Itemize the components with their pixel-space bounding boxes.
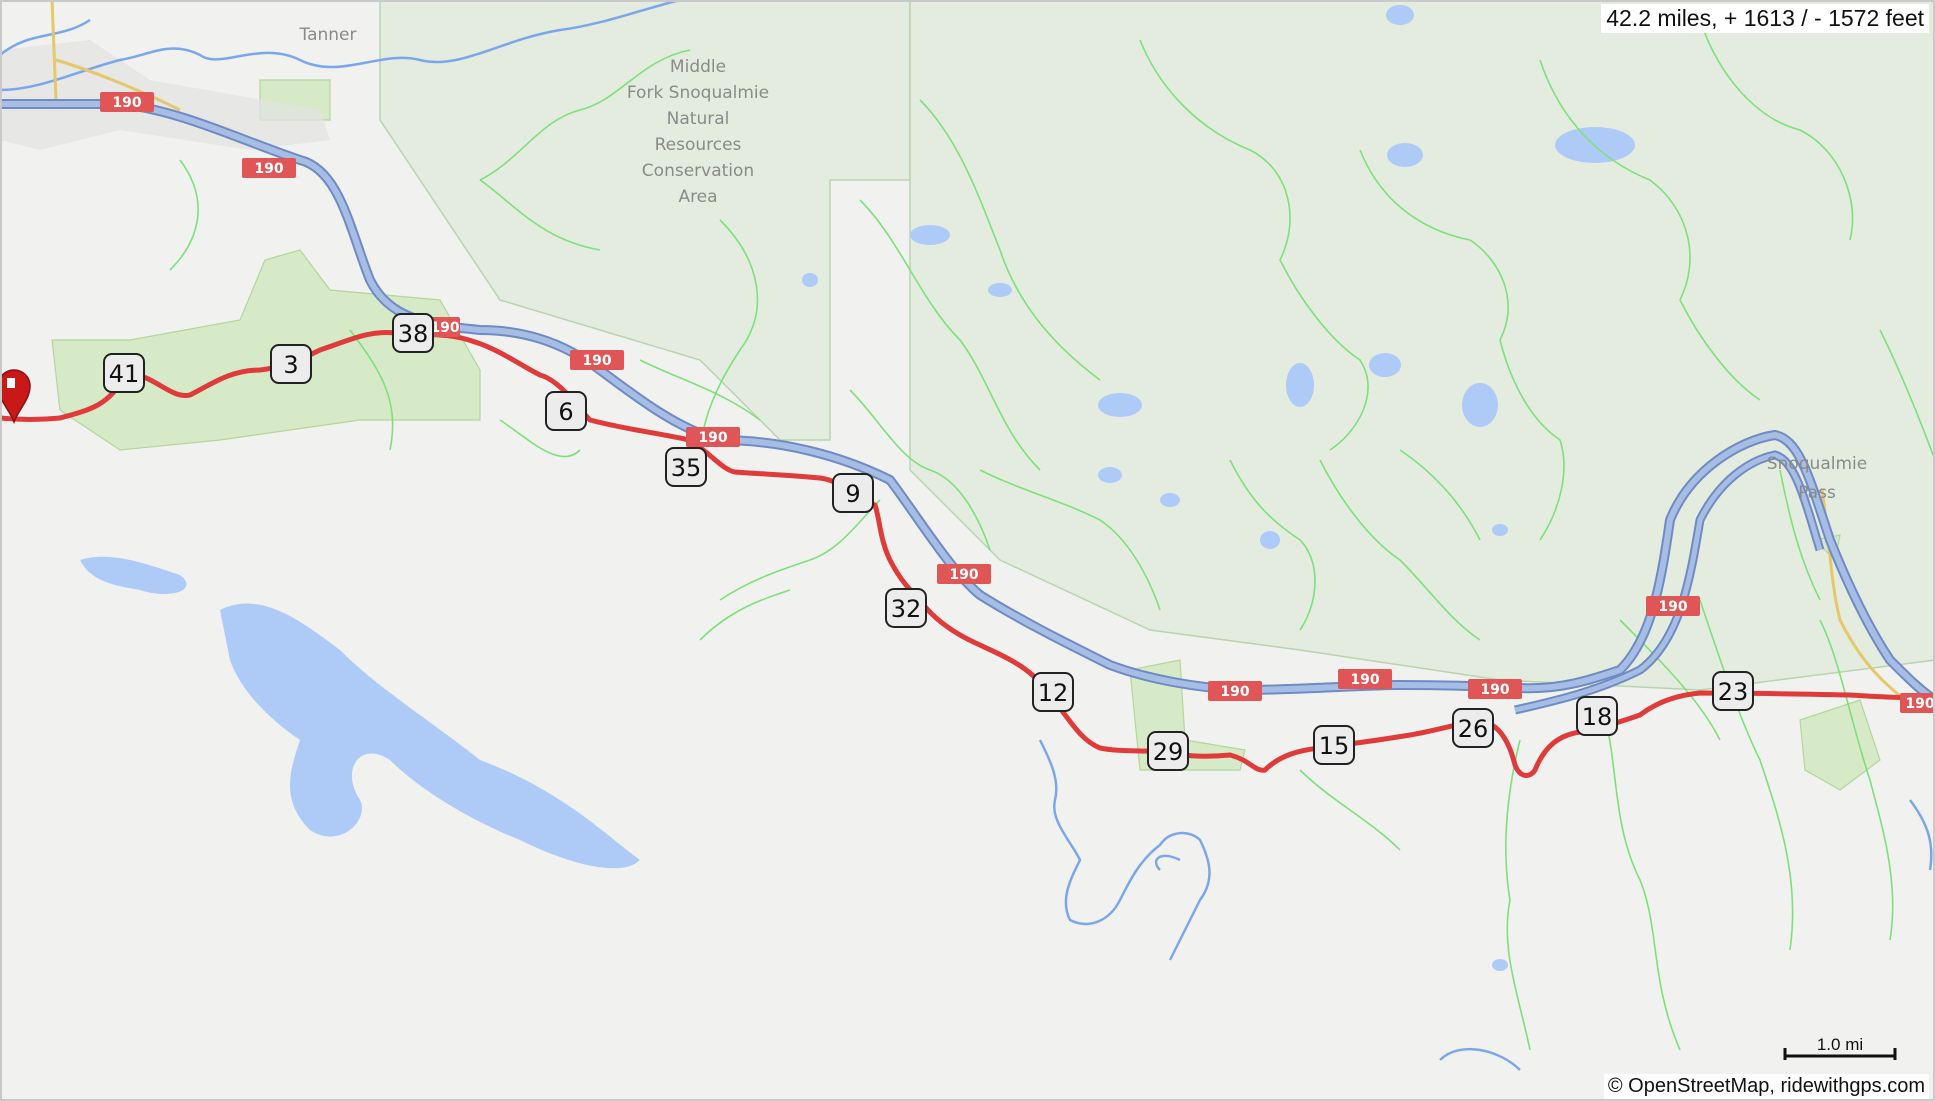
- svg-text:18: 18: [1582, 703, 1613, 731]
- place-label-conservation-area: Resources: [655, 135, 742, 155]
- svg-text:190: 190: [112, 95, 141, 111]
- svg-text:190: 190: [430, 320, 459, 336]
- svg-text:190: 190: [1658, 599, 1687, 615]
- place-label-conservation-area: Middle: [670, 57, 726, 77]
- highway-shield: 190: [937, 564, 991, 584]
- mile-marker: 29: [1147, 731, 1189, 771]
- mile-marker: 35: [665, 447, 707, 487]
- streams: [169, 19, 1935, 1051]
- svg-text:190: 190: [1905, 696, 1934, 712]
- highway-shield: 190: [1468, 679, 1522, 699]
- svg-text:190: 190: [949, 567, 978, 583]
- mile-marker: 9: [832, 473, 874, 513]
- highway-shield: 190: [100, 92, 154, 112]
- svg-text:190: 190: [1350, 672, 1379, 688]
- highway-shield: 190: [242, 158, 296, 178]
- svg-text:35: 35: [671, 454, 702, 482]
- svg-text:41: 41: [109, 360, 140, 388]
- mile-marker: 38: [392, 313, 434, 353]
- place-label-snoqualmie-pass: Pass: [1798, 483, 1836, 503]
- mile-marker: 12: [1032, 672, 1074, 712]
- mile-marker: 3: [270, 344, 312, 384]
- mile-marker: 32: [885, 588, 927, 628]
- svg-text:15: 15: [1319, 732, 1350, 760]
- scale-bar: 1.0 mi: [1783, 1035, 1897, 1060]
- place-label-snoqualmie-pass: Snoqualmie: [1767, 454, 1867, 474]
- highway-shield: 190: [1208, 681, 1262, 701]
- highway-shield: 190: [1646, 596, 1700, 616]
- svg-text:190: 190: [582, 353, 611, 369]
- highway-shield: 190: [686, 427, 740, 447]
- place-label-conservation-area: Fork Snoqualmie: [627, 83, 769, 103]
- lakes: [80, 5, 1635, 971]
- park-areas: [51, 79, 1881, 791]
- svg-text:9: 9: [845, 480, 860, 508]
- svg-text:190: 190: [254, 161, 283, 177]
- svg-text:190: 190: [1220, 684, 1249, 700]
- attribution: © OpenStreetMap, ridewithgps.com: [1603, 1074, 1929, 1099]
- place-label-tanner: Tanner: [299, 25, 357, 45]
- svg-text:32: 32: [891, 595, 922, 623]
- highway-shield: 190: [570, 350, 624, 370]
- rivers: [0, 0, 1933, 1071]
- svg-text:190: 190: [1480, 682, 1509, 698]
- place-label-conservation-area: Area: [678, 187, 717, 207]
- svg-text:38: 38: [398, 320, 429, 348]
- svg-text:29: 29: [1153, 738, 1184, 766]
- mile-marker: 26: [1452, 708, 1494, 748]
- scale-label: 1.0 mi: [1817, 1035, 1863, 1054]
- svg-text:26: 26: [1458, 715, 1489, 743]
- mile-marker: 41: [103, 353, 145, 393]
- svg-text:190: 190: [698, 430, 727, 446]
- place-label-conservation-area: Conservation: [642, 161, 754, 181]
- bike-route: [0, 329, 1935, 778]
- mile-marker: 23: [1712, 671, 1754, 711]
- svg-text:23: 23: [1718, 678, 1749, 706]
- forest-areas: [379, 0, 1935, 691]
- highway-shields: 190 190 190 190 190 190 190 190 190 190 …: [100, 92, 1935, 713]
- mile-marker: 6: [545, 391, 587, 431]
- highway-shield: 190: [1338, 669, 1392, 689]
- mile-marker: 15: [1313, 725, 1355, 765]
- place-label-conservation-area: Natural: [667, 109, 730, 129]
- highway-shield: 190: [1900, 693, 1935, 713]
- svg-text:6: 6: [558, 398, 573, 426]
- svg-text:12: 12: [1038, 679, 1069, 707]
- route-summary: 42.2 miles, + 1613 / - 1572 feet: [1601, 4, 1929, 33]
- mile-marker: 18: [1576, 696, 1618, 736]
- place-labels: Tanner Middle Fork Snoqualmie Natural Re…: [299, 25, 1868, 503]
- mile-markers: 41 3 38 6 35 9 32 12 29 15 26 18 23: [103, 313, 1754, 771]
- svg-text:3: 3: [283, 351, 298, 379]
